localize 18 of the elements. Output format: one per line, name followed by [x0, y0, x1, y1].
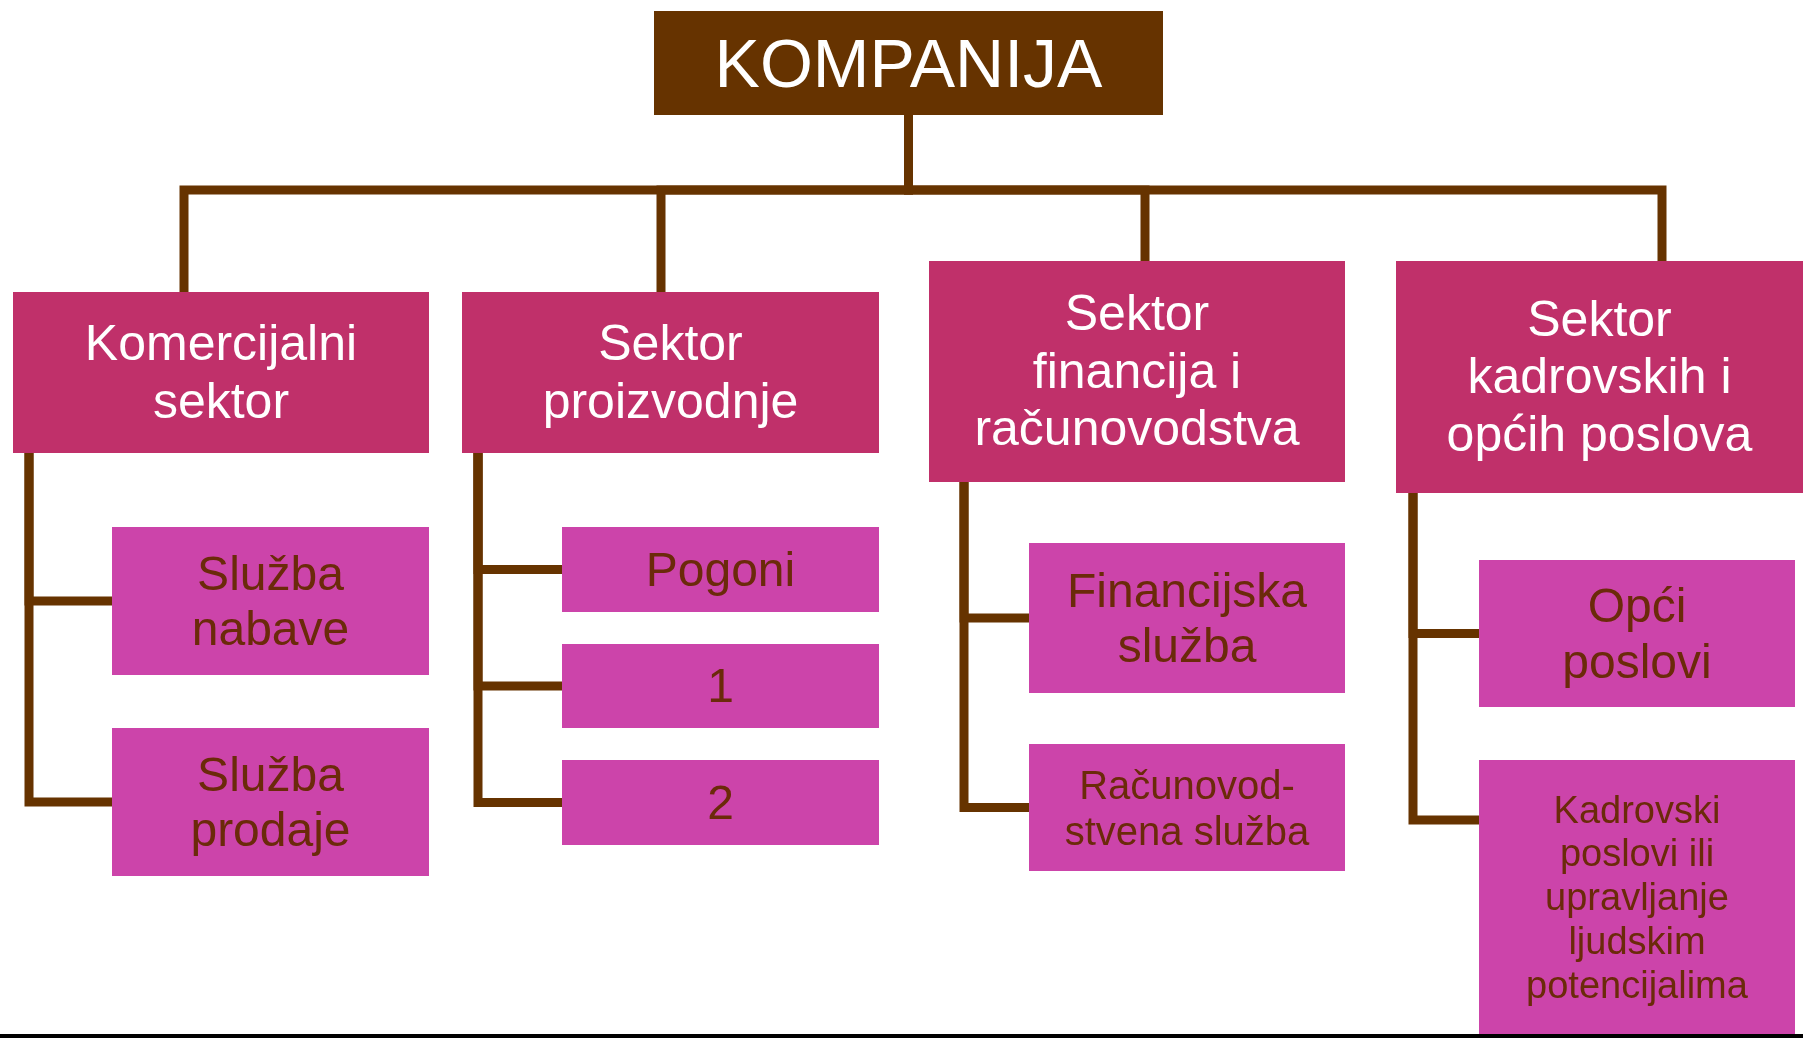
- department-box: Kadrovski poslovi ili upravljanje ljudskim potencijalima: [1479, 760, 1795, 1036]
- sector-box: Sektor financija i računovodstva: [929, 261, 1345, 482]
- department-box: Služba prodaje: [112, 728, 429, 876]
- department-box: Opći poslovi: [1479, 560, 1795, 707]
- sector-box: Sektor proizvodnje: [462, 292, 879, 453]
- title-box: KOMPANIJA: [654, 11, 1163, 115]
- connector-line: [1408, 493, 1479, 825]
- department-box: 1: [562, 644, 879, 728]
- department-box: Služba nabave: [112, 527, 429, 675]
- connector-line: [473, 453, 562, 807]
- sector-box: Komercijalni sektor: [13, 292, 429, 453]
- department-box: Pogoni: [562, 527, 879, 612]
- department-box: Računovod-stvena služba: [1029, 744, 1345, 871]
- department-box: 2: [562, 760, 879, 845]
- connector-line: [24, 453, 112, 807]
- sector-box: Sektor kadrovskih i općih poslova: [1396, 261, 1803, 493]
- connector-line: [959, 482, 1029, 812]
- department-box: Financijska služba: [1029, 543, 1345, 693]
